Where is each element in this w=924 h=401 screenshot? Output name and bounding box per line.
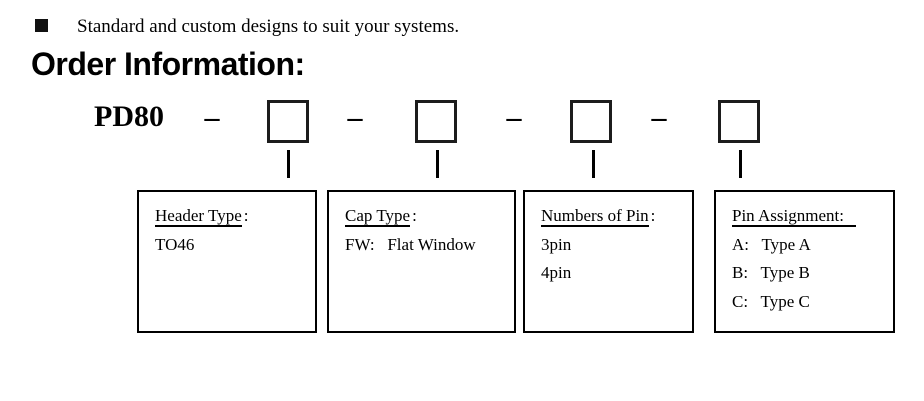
field-option: FW: Flat Window [345, 234, 476, 254]
connector-line [739, 150, 742, 178]
bullet-square-icon [35, 19, 48, 32]
field-box-numbers-of-pin: Numbers of Pin: 3pin 4pin [523, 190, 694, 333]
field-title-colon: : [243, 206, 249, 225]
field-option: 3pin [541, 234, 572, 254]
field-title-colon: : [412, 206, 417, 225]
field-title-text: Numbers of Pin [541, 206, 649, 227]
field-box-cap-type: Cap Type: FW: Flat Window [327, 190, 516, 333]
field-option: B: Type B [732, 263, 810, 282]
field-title-text: Cap Type [345, 206, 411, 227]
field-box-header-type: Header Type: TO46 [137, 190, 317, 333]
dash-separator: – [204, 101, 220, 134]
dash-separator: – [506, 101, 522, 134]
field-option: A: Type A [732, 234, 811, 254]
field-title-text: Pin Assignment: [732, 206, 856, 227]
field-option: C: Type C [732, 291, 810, 311]
code-box-cap-type [415, 100, 457, 143]
field-title-colon: : [650, 206, 656, 225]
field-title: Pin Assignment: [732, 202, 885, 231]
bullet-text: Standard and custom designs to suit your… [77, 16, 460, 37]
connector-line [592, 150, 595, 178]
field-box-pin-assignment: Pin Assignment: A: Type A B: Type B C: T… [714, 190, 895, 333]
field-option: TO46 [155, 234, 195, 254]
field-title-colon [856, 206, 858, 225]
field-title: Cap Type: [345, 202, 506, 231]
code-box-numbers-of-pin [570, 100, 612, 143]
connector-line [436, 150, 439, 178]
part-number-prefix: PD80 [94, 100, 164, 133]
field-option: 4pin [541, 263, 572, 282]
section-heading: Order Information: [31, 46, 305, 82]
dash-separator: – [651, 101, 667, 134]
field-title: Header Type: [155, 202, 307, 231]
field-title: Numbers of Pin: [541, 202, 684, 231]
code-box-pin-assignment [718, 100, 760, 143]
connector-line [287, 150, 290, 178]
field-title-text: Header Type [155, 206, 242, 227]
code-box-header-type [267, 100, 309, 143]
dash-separator: – [347, 101, 363, 134]
